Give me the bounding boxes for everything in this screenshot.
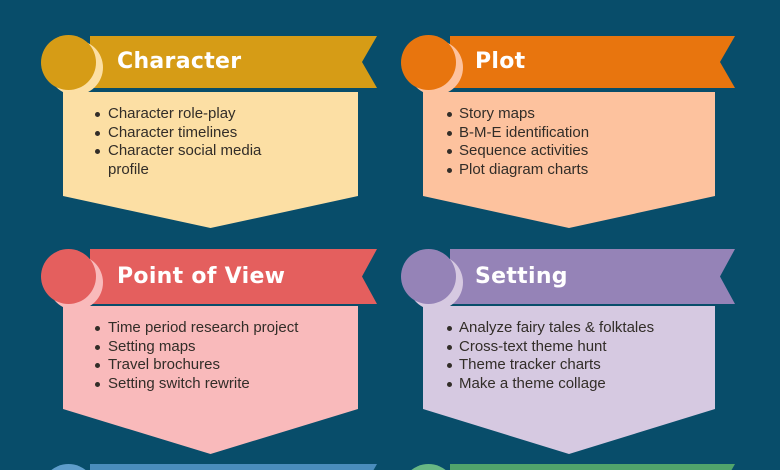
- circle-highlight-crescent: [47, 254, 103, 310]
- bullet-item: Setting switch rewrite: [95, 375, 304, 394]
- card-title: Character: [117, 49, 242, 74]
- bullet-item: Analyze fairy tales & folktales: [447, 319, 699, 338]
- accent-circle: [400, 464, 456, 470]
- card-partial-blue-banner: [90, 464, 377, 470]
- card-title: Plot: [475, 49, 526, 74]
- card-character-banner: Character: [90, 36, 377, 88]
- bullet-item: Theme tracker charts: [447, 356, 699, 375]
- accent-circle: [40, 34, 96, 90]
- accent-circle: [40, 249, 96, 304]
- bullet-item: Character timelines: [95, 124, 304, 143]
- card-point-of-view-banner: Point of View: [90, 249, 377, 304]
- accent-circle: [400, 249, 456, 304]
- bullet-item: Setting maps: [95, 338, 304, 357]
- card-title: Setting: [475, 264, 568, 289]
- circle-highlight-crescent: [407, 40, 463, 95]
- accent-circle: [400, 34, 456, 90]
- circle-highlight-crescent: [47, 40, 103, 95]
- bullet-item: Plot diagram charts: [447, 161, 699, 180]
- bullet-item: Character social media profile: [95, 142, 304, 179]
- bullet-item: Cross-text theme hunt: [447, 338, 699, 357]
- bullet-item: Sequence activities: [447, 142, 699, 161]
- bullet-item: Make a theme collage: [447, 375, 699, 394]
- card-title: Point of View: [117, 264, 286, 289]
- bullet-item: B-M-E identification: [447, 124, 699, 143]
- accent-circle: [40, 464, 96, 470]
- card-partial-green-banner: [450, 464, 735, 470]
- card-setting-banner: Setting: [450, 249, 735, 304]
- bullet-item: Story maps: [447, 105, 699, 124]
- bullet-item: Character role-play: [95, 105, 304, 124]
- circle-highlight-crescent: [407, 254, 463, 310]
- bullet-item: Travel brochures: [95, 356, 304, 375]
- bullet-item: Time period research project: [95, 319, 304, 338]
- card-plot-banner: Plot: [450, 36, 735, 88]
